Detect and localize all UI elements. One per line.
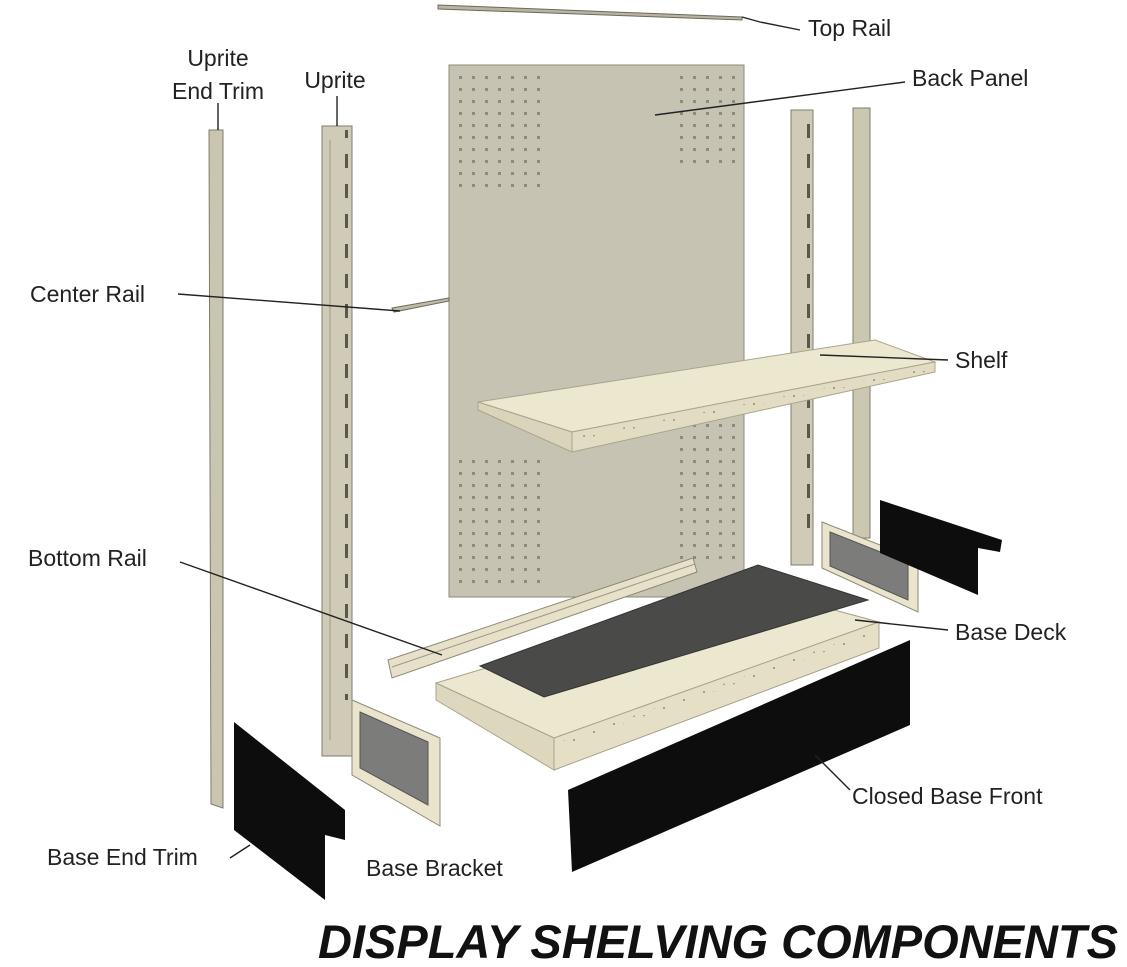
shelf-part xyxy=(477,339,937,453)
leader-shelf xyxy=(819,354,949,361)
back-panel-part xyxy=(448,64,745,598)
leader-lines xyxy=(177,16,949,859)
leader-bottom-rail xyxy=(179,561,443,656)
leader-top-rail xyxy=(741,16,801,31)
uprite-left-part xyxy=(321,125,353,757)
uprite-right-part xyxy=(790,107,871,566)
label-base-deck: Base Deck xyxy=(955,619,1067,645)
label-uprite-end-trim-line1: Uprite xyxy=(187,45,248,71)
leader-base-deck xyxy=(854,619,949,631)
closed-base-front-part xyxy=(568,500,1002,872)
label-uprite-end-trim-line2: End Trim xyxy=(172,78,264,104)
leader-base-end-trim xyxy=(229,844,251,859)
base-end-trim-part xyxy=(234,722,345,900)
label-uprite: Uprite xyxy=(304,67,365,93)
leader-closed-base-front xyxy=(814,754,851,791)
base-bracket-left-part xyxy=(351,699,441,827)
center-rail-part xyxy=(391,297,450,313)
label-back-panel: Back Panel xyxy=(912,65,1028,91)
label-top-rail: Top Rail xyxy=(808,15,891,41)
label-shelf: Shelf xyxy=(955,347,1008,373)
label-center-rail: Center Rail xyxy=(30,281,145,307)
top-rail-part xyxy=(437,4,743,21)
label-base-end-trim: Base End Trim xyxy=(47,844,198,870)
page-title: DISPLAY SHELVING COMPONENTS xyxy=(318,915,1118,967)
labels: Top Rail Back Panel Uprite End Trim Upri… xyxy=(28,15,1067,881)
label-base-bracket: Base Bracket xyxy=(366,855,503,881)
label-bottom-rail: Bottom Rail xyxy=(28,545,147,571)
uprite-end-trim-part xyxy=(208,129,224,809)
bottom-rail-part xyxy=(387,557,698,679)
label-closed-base-front: Closed Base Front xyxy=(852,783,1043,809)
leader-center-rail xyxy=(177,293,401,312)
base-deck-part xyxy=(434,564,881,771)
leader-back-panel xyxy=(654,81,906,116)
